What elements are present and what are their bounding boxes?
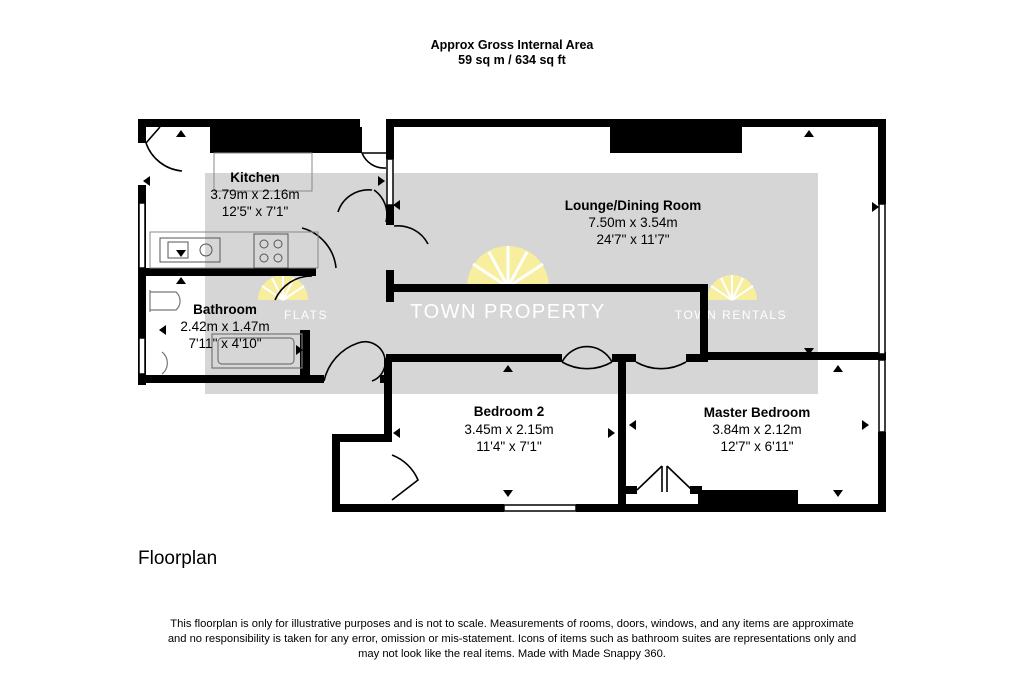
door-entrance <box>145 126 183 172</box>
room-name: Kitchen <box>230 170 280 185</box>
disclaimer: This floorplan is only for illustrative … <box>120 617 904 662</box>
room-imperial: 11'4" x 7'1" <box>476 439 542 454</box>
window-lounge-kitchen <box>386 158 394 206</box>
window-bathroom <box>138 337 146 375</box>
room-master-bedroom: Master Bedroom 3.84m x 2.12m 12'7" x 6'1… <box>704 405 811 454</box>
exterior-walls <box>138 119 886 512</box>
door-hall-kitchen <box>301 189 429 269</box>
door-swings <box>145 126 693 501</box>
room-name: Bathroom <box>193 302 257 317</box>
logo-sun-right-icon <box>707 275 757 301</box>
window-bedroom2 <box>503 504 577 512</box>
area-header: Approx Gross Internal Area 59 sq m / 634… <box>0 38 1024 68</box>
room-metric: 3.79m x 2.16m <box>210 187 299 202</box>
room-metric: 7.50m x 3.54m <box>588 215 677 230</box>
room-bedroom2: Bedroom 2 3.45m x 2.15m 11'4" x 7'1" <box>464 404 553 454</box>
window-lounge <box>878 203 886 355</box>
door-master <box>635 361 687 370</box>
window-master <box>878 359 886 433</box>
watermark-left: FLATS <box>284 308 328 322</box>
toilet-icon <box>149 290 181 312</box>
hob-icon <box>253 233 289 269</box>
disclaimer-line: may not look like the real items. Made w… <box>358 648 666 660</box>
room-imperial: 7'11" x 4'10" <box>188 336 261 351</box>
area-size: 59 sq m / 634 sq ft <box>458 53 566 67</box>
area-title: Approx Gross Internal Area <box>430 38 594 52</box>
watermark-right: TOWN RENTALS <box>675 308 787 322</box>
door-cupboard <box>361 152 387 169</box>
room-metric: 3.84m x 2.12m <box>712 422 801 437</box>
wall-arrows <box>143 130 879 497</box>
floorplan-caption: Floorplan <box>138 548 218 569</box>
room-metric: 2.42m x 1.47m <box>180 319 269 334</box>
kitchen-fixtures <box>149 152 319 269</box>
bathroom-fixtures <box>149 290 303 375</box>
door-bedroom2 <box>561 345 613 370</box>
logo-sun-center-icon <box>467 246 549 289</box>
basin-icon <box>161 351 168 375</box>
room-name: Bedroom 2 <box>474 404 545 419</box>
room-kitchen: Kitchen 3.79m x 2.16m 12'5" x 7'1" <box>210 170 299 219</box>
room-imperial: 12'5" x 7'1" <box>222 204 289 219</box>
disclaimer-line: and no responsibility is taken for any e… <box>167 633 857 645</box>
door-bedroom2-cupboard <box>391 454 419 501</box>
windows <box>138 158 886 512</box>
window-kitchen <box>138 202 146 269</box>
bath-icon <box>211 333 303 369</box>
watermark-center: TOWN PROPERTY <box>410 301 605 323</box>
room-bathroom: Bathroom 2.42m x 1.47m 7'11" x 4'10" <box>180 302 269 351</box>
door-bathroom <box>274 275 313 301</box>
room-lounge: Lounge/Dining Room 7.50m x 3.54m 24'7" x… <box>565 198 701 247</box>
room-imperial: 24'7" x 11'7" <box>596 232 669 247</box>
disclaimer-line: This floorplan is only for illustrative … <box>170 618 854 630</box>
sink-icon <box>159 237 221 263</box>
room-name: Lounge/Dining Room <box>565 198 701 213</box>
room-metric: 3.45m x 2.15m <box>464 422 553 437</box>
interior-walls <box>138 119 886 512</box>
room-name: Master Bedroom <box>704 405 811 420</box>
door-wardrobe <box>636 465 693 492</box>
room-imperial: 12'7" x 6'11" <box>720 439 793 454</box>
door-hall-front <box>323 340 386 382</box>
